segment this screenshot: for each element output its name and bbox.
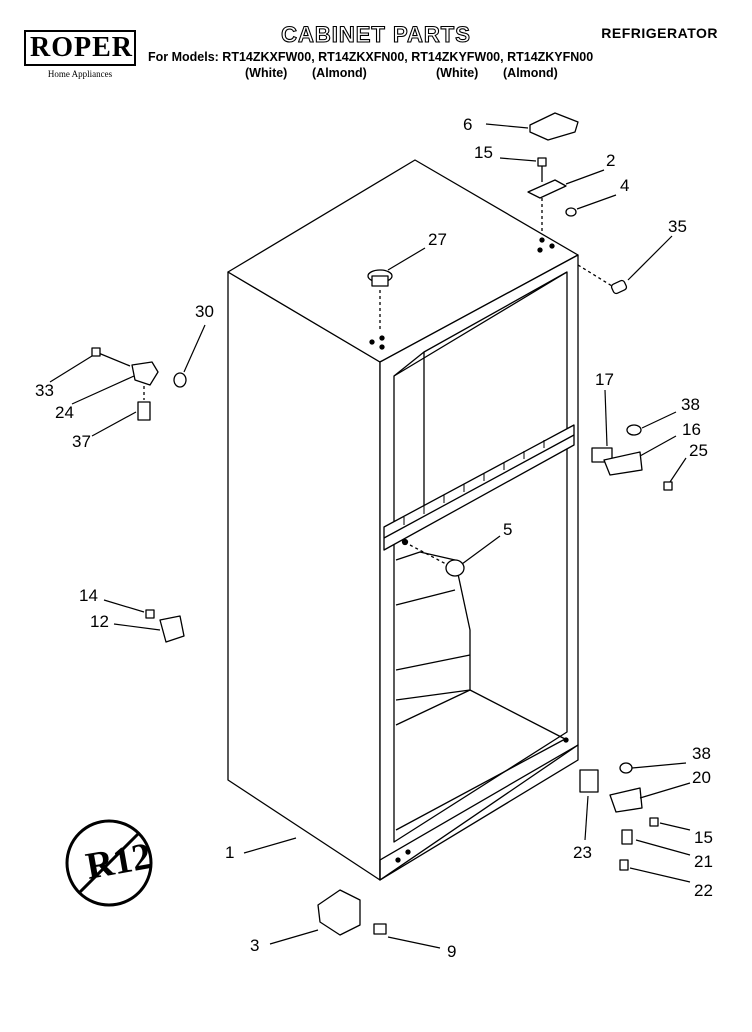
page-title: CABINET PARTS — [281, 21, 471, 47]
callout-number: 14 — [79, 586, 98, 605]
plug-part — [367, 269, 393, 330]
brand-tagline: Home Appliances — [47, 69, 113, 79]
callout-number: 38 — [681, 395, 700, 414]
callout-number: 17 — [595, 370, 614, 389]
callout-number: 20 — [692, 768, 711, 787]
screw-part — [537, 157, 547, 182]
callout-number: 23 — [573, 843, 592, 862]
color-label: (Almond) — [503, 66, 558, 80]
callout-number: 21 — [694, 852, 713, 871]
brand-name: ROPER — [24, 30, 136, 66]
bottom-hinge-part — [579, 762, 659, 871]
callout-number: 2 — [606, 151, 616, 170]
callout-number: 5 — [503, 520, 513, 539]
leveling-leg-part — [317, 889, 387, 936]
washer-part — [565, 207, 577, 217]
callout-number: 22 — [694, 881, 713, 900]
callout-number: 37 — [72, 432, 91, 451]
callout-number: 16 — [682, 420, 701, 439]
callout-number: 30 — [195, 302, 214, 321]
callout-number: 12 — [90, 612, 109, 631]
cabinet-shell — [227, 159, 579, 881]
color-label: (Almond) — [312, 66, 367, 80]
models-line: For Models: RT14ZKXFW00, RT14ZKXFN00, RT… — [148, 50, 594, 64]
callout-number: 3 — [250, 936, 260, 955]
clip-part — [610, 279, 628, 295]
door-stop-part — [145, 609, 185, 643]
callout-number: 38 — [692, 744, 711, 763]
callout-number: 33 — [35, 381, 54, 400]
hinge-cover-part — [529, 112, 579, 141]
callout-number: 35 — [668, 217, 687, 236]
center-hinge-part — [591, 424, 673, 491]
r12-seal-icon — [65, 819, 153, 907]
callout-number: 1 — [225, 843, 235, 862]
color-label: (White) — [245, 66, 288, 80]
callout-number: 24 — [55, 403, 74, 422]
callout-number: 25 — [689, 441, 708, 460]
seal-text: R12 — [82, 835, 155, 888]
valve-assembly-part — [91, 347, 187, 421]
callout-number: 27 — [428, 230, 447, 249]
top-hinge-part — [527, 179, 567, 199]
brand-logo: ROPER Home Appliances — [24, 30, 136, 79]
callout-number: 15 — [474, 143, 493, 162]
knob-part — [445, 559, 465, 577]
callout-number: 15 — [694, 828, 713, 847]
callout-number: 9 — [447, 942, 457, 961]
callout-number: 6 — [463, 115, 473, 134]
color-label: (White) — [436, 66, 479, 80]
category-label: REFRIGERATOR — [601, 25, 718, 41]
callout-number: 4 — [620, 176, 630, 195]
leader-lines — [49, 123, 691, 949]
